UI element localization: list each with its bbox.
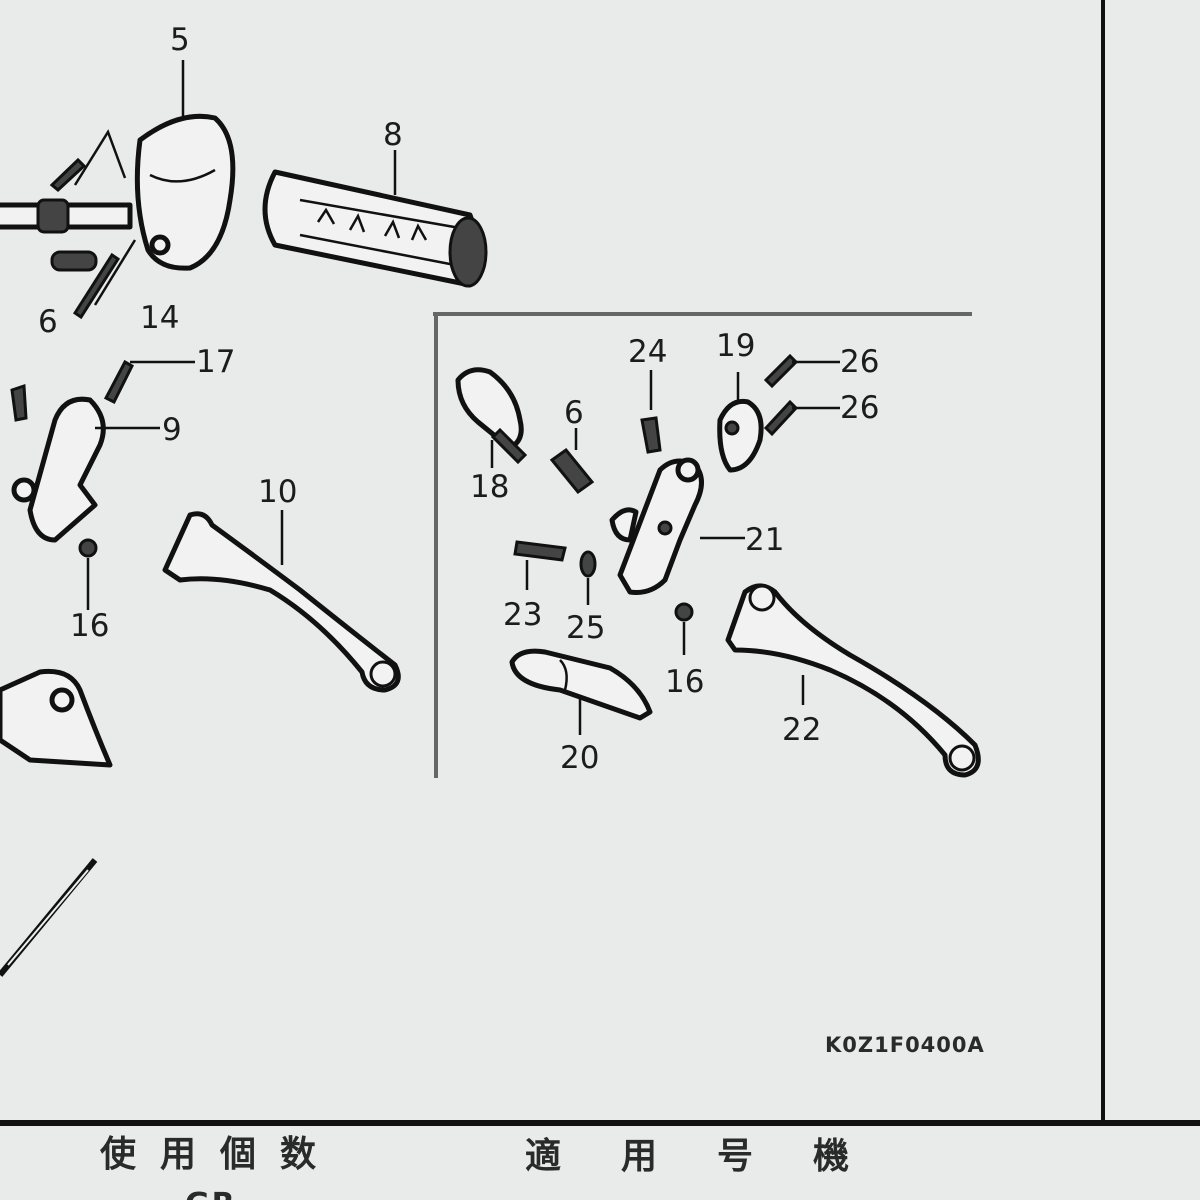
drawing-code: K0Z1F0400A [825, 1033, 985, 1057]
screw-part-23 [513, 540, 567, 590]
bracket-part [0, 668, 113, 768]
grip-part [262, 150, 488, 288]
mirror-mount-part [455, 367, 528, 468]
part-label-18: 18 [470, 469, 509, 505]
brake-lever-part [725, 583, 981, 778]
applicable-header: 適用号機 [525, 1136, 909, 1177]
brake-lever-holder-part [609, 457, 745, 595]
part-label-14: 14 [140, 300, 179, 336]
nut-part-25 [579, 550, 597, 605]
nut-part-16 [674, 602, 694, 655]
part-label-23: 23 [503, 597, 542, 633]
part-label-8: 8 [383, 117, 403, 153]
part-label-25: 25 [566, 610, 605, 646]
part-label-26-upper: 26 [840, 344, 879, 380]
cable-part [0, 858, 98, 977]
part-label-22: 22 [782, 712, 821, 748]
bolt-part-24 [640, 370, 662, 454]
part-label-19: 19 [716, 328, 755, 364]
clamp-part-19 [717, 353, 840, 473]
quantity-header: 使用個数 [100, 1134, 340, 1175]
part-label-9: 9 [162, 412, 182, 448]
part-label-17: 17 [196, 344, 235, 380]
clutch-lever-part [162, 510, 401, 693]
pin-part-6 [549, 428, 595, 495]
part-label-10: 10 [258, 474, 297, 510]
knob-part-20 [509, 648, 653, 735]
part-label-21: 21 [745, 522, 784, 558]
quantity-value: GR [185, 1187, 237, 1200]
part-label-26-lower: 26 [840, 390, 879, 426]
part-label-24: 24 [628, 334, 667, 370]
part-label-5: 5 [170, 22, 190, 58]
part-label-16-left: 16 [70, 608, 109, 644]
lever-holder-part [10, 359, 195, 610]
part-label-16-inset: 16 [665, 664, 704, 700]
switch-housing-part [0, 60, 236, 320]
part-label-6-left: 6 [38, 304, 58, 340]
part-label-6-inset: 6 [564, 395, 584, 431]
part-label-20: 20 [560, 740, 599, 776]
